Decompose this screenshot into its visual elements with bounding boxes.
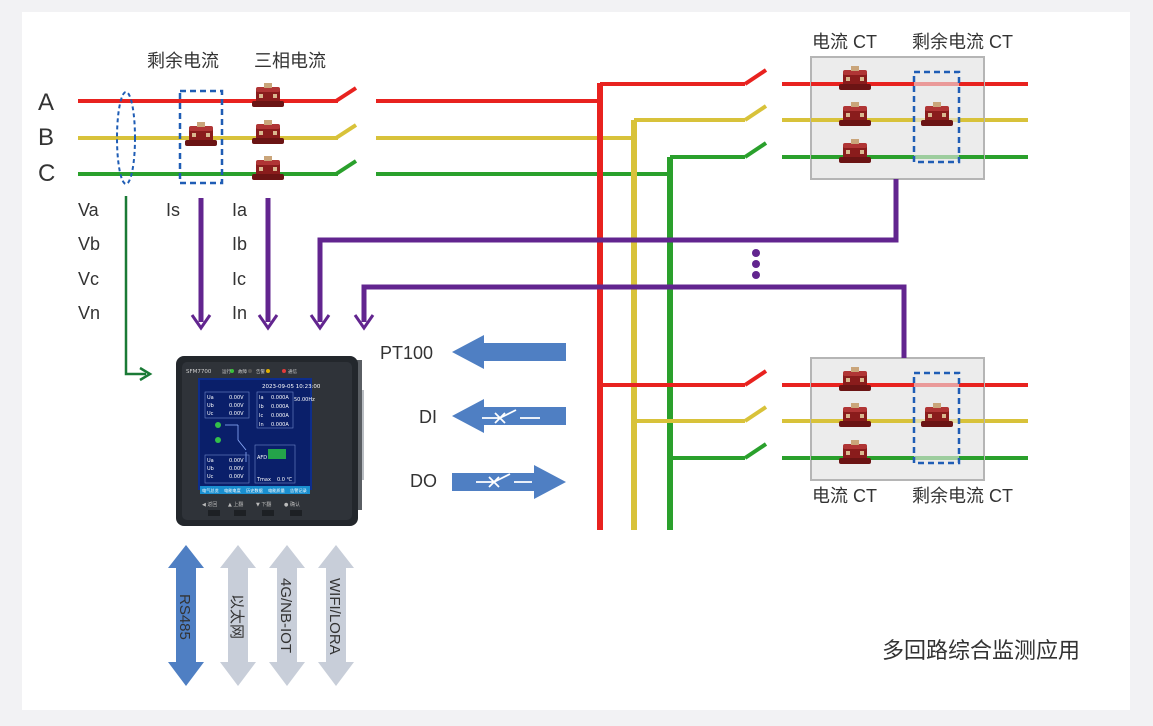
di-label: DI: [419, 407, 437, 427]
svg-text:0.000A: 0.000A: [271, 422, 289, 428]
svg-text:电能电度: 电能电度: [224, 487, 242, 494]
svg-text:告警: 告警: [256, 368, 265, 375]
svg-text:Ua: Ua: [207, 395, 214, 401]
svg-text:0.000A: 0.000A: [271, 404, 289, 410]
comm-4g: 4G/NB-IOT: [269, 545, 305, 686]
comm-ethernet-label: 以太网: [228, 594, 245, 639]
svg-text:运行: 运行: [222, 368, 231, 375]
svg-text:通信: 通信: [288, 368, 297, 375]
voltage-label-b: Vb: [78, 234, 100, 254]
svg-text:0.00V: 0.00V: [229, 411, 244, 417]
svg-text:Ub: Ub: [207, 403, 214, 409]
comm-wifi-label: WIFI/LORA: [326, 578, 343, 655]
comm-ethernet: 以太网: [220, 545, 256, 686]
svg-text:0.000A: 0.000A: [271, 395, 289, 401]
svg-text:历史数据: 历史数据: [246, 487, 263, 494]
current-label-n: In: [232, 303, 247, 323]
svg-text:0.00V: 0.00V: [229, 403, 244, 409]
current-label-b: Ib: [232, 234, 247, 254]
ct-icon-b: [252, 120, 284, 144]
incoming-lines: [78, 86, 670, 176]
busbars: [597, 83, 673, 530]
residual-current-label: 剩余电流: [147, 51, 219, 71]
svg-text:Tmax: Tmax: [256, 477, 271, 483]
svg-text:0.00V: 0.00V: [229, 395, 244, 401]
comm-rs485-label: RS485: [176, 594, 193, 640]
device-button-back[interactable]: ◀ 返回: [202, 501, 217, 508]
voltage-label-c: Vc: [78, 269, 99, 289]
three-phase-current-label: 三相电流: [254, 51, 326, 71]
svg-text:故障: 故障: [238, 368, 247, 375]
top-residual-ct-label: 剩余电流 CT: [912, 32, 1013, 52]
svg-text:Ia: Ia: [259, 395, 264, 401]
svg-text:Ub: Ub: [207, 466, 214, 472]
device-model: SFM7700: [186, 369, 212, 375]
ct-icon-a: [252, 83, 284, 107]
svg-text:AFD: AFD: [257, 455, 267, 461]
svg-text:In: In: [259, 422, 264, 428]
more-branches-dots: [752, 249, 760, 279]
phase-label-a: A: [38, 89, 54, 116]
svg-text:Ic: Ic: [259, 413, 263, 419]
phase-label-c: C: [38, 160, 55, 187]
voltage-signal-line: [124, 196, 146, 376]
bottom-residual-ct-label: 剩余电流 CT: [912, 486, 1013, 506]
svg-text:0.00V: 0.00V: [229, 474, 244, 480]
svg-text:Ib: Ib: [259, 404, 264, 410]
voltage-tap-ellipse: [116, 91, 136, 185]
residual-ct-icon: [185, 122, 217, 146]
svg-text:50.00Hz: 50.00Hz: [294, 397, 315, 403]
svg-text:0.00V: 0.00V: [229, 466, 244, 472]
pt100-label: PT100: [380, 343, 433, 363]
top-ct-label: 电流 CT: [812, 32, 877, 52]
do-label: DO: [410, 471, 437, 491]
svg-text:电能质量: 电能质量: [268, 487, 285, 494]
svg-text:Uc: Uc: [207, 474, 214, 480]
diagram-caption: 多回路综合监测应用: [882, 638, 1080, 663]
comm-4g-label: 4G/NB-IOT: [277, 578, 294, 653]
svg-text:Ua: Ua: [207, 458, 214, 464]
voltage-label-a: Va: [78, 200, 100, 220]
comm-rs485: RS485: [168, 545, 204, 686]
device-button-down[interactable]: ▼ 下翻: [256, 501, 271, 508]
do-arrow: DO: [410, 465, 566, 499]
device-button-up[interactable]: ▲ 上翻: [228, 501, 243, 508]
comm-wifi: WIFI/LORA: [318, 545, 354, 686]
bottom-ct-label: 电流 CT: [812, 486, 877, 506]
svg-text:0.000A: 0.000A: [271, 413, 289, 419]
monitor-device: SFM7700 运行 故障 告警 通信 2023-09-05 10:23:00 …: [176, 356, 364, 526]
residual-measure-label: Is: [166, 200, 180, 220]
phase-label-b: B: [38, 124, 54, 151]
voltage-label-n: Vn: [78, 303, 100, 323]
svg-text:Uc: Uc: [207, 411, 214, 417]
signal-lines: [198, 179, 907, 358]
di-arrow: DI: [419, 399, 566, 433]
svg-text:0.0 ℃: 0.0 ℃: [277, 477, 293, 483]
svg-text:电气总览: 电气总览: [202, 487, 219, 494]
svg-text:2023-09-05 10:23:00: 2023-09-05 10:23:00: [262, 384, 321, 390]
current-label-a: Ia: [232, 200, 248, 220]
device-button-ok[interactable]: ● 确认: [284, 501, 300, 508]
svg-text:0.00V: 0.00V: [229, 458, 244, 464]
current-label-c: Ic: [232, 269, 246, 289]
residual-ct-box: [178, 89, 224, 185]
ct-icon-c: [252, 156, 284, 180]
svg-text:告警记录: 告警记录: [290, 487, 307, 494]
pt100-arrow: PT100: [380, 335, 566, 369]
